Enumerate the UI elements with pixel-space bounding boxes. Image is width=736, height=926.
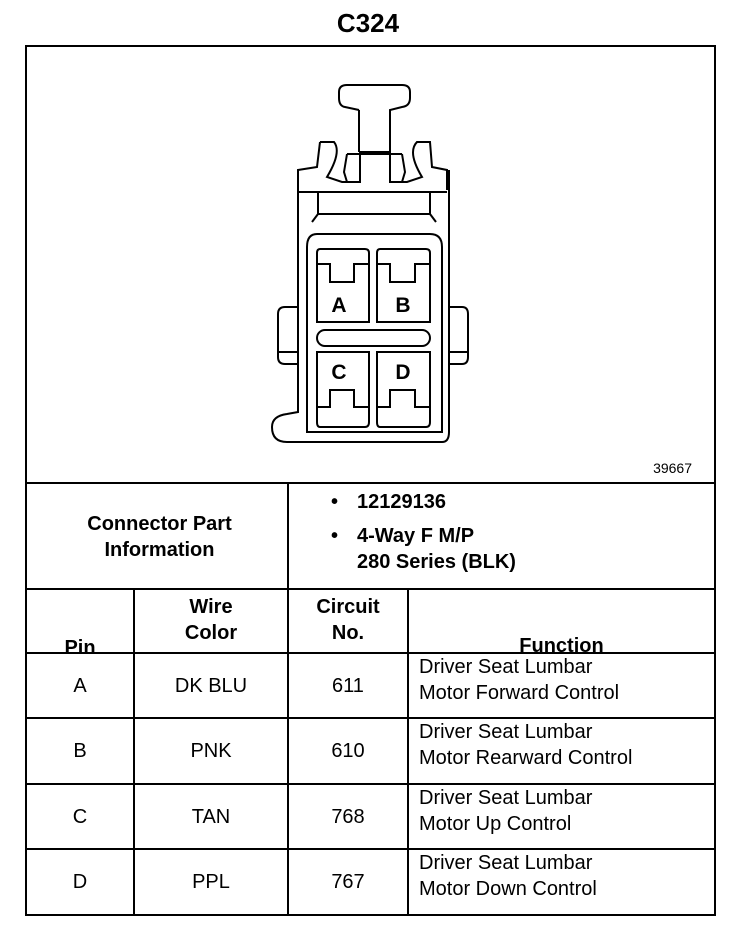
function-line: Driver Seat Lumbar <box>419 656 593 678</box>
wire-color-cell: DK BLU <box>174 674 248 697</box>
circuit-cell: 610 <box>331 740 365 762</box>
divider <box>133 590 135 914</box>
divider <box>27 652 714 654</box>
pin-cell: D <box>72 871 88 893</box>
circuit-cell: 768 <box>331 805 365 828</box>
pin-cell: C <box>72 805 88 828</box>
function-line: Driver Seat Lumbar <box>419 787 593 809</box>
function-line: Driver Seat Lumbar <box>419 721 593 743</box>
header-circuit-no: Circuit No. <box>316 596 380 644</box>
cavity-label-b: B <box>395 294 410 317</box>
cavity-label-d: D <box>395 361 410 384</box>
header-wire-color: Wire Color <box>184 596 238 644</box>
connector-type: 4-Way F M/P <box>357 525 475 547</box>
connector-part-info-list: •12129136 •4-Way F M/P 280 Series (BLK) <box>327 489 516 575</box>
divider <box>407 590 409 914</box>
divider <box>27 783 714 785</box>
pin-cell: B <box>73 740 87 762</box>
cavity-label-c: C <box>331 361 346 384</box>
wire-color-cell: PPL <box>192 871 230 893</box>
connector-series: 280 Series (BLK) <box>357 551 516 573</box>
function-line: Motor Down Control <box>419 878 597 900</box>
function-line: Motor Rearward Control <box>419 747 633 769</box>
pin-cell: A <box>73 674 87 697</box>
function-cell: Driver Seat Lumbar Motor Rearward Contro… <box>409 719 714 783</box>
connector-part-info-label: Connector Part Information <box>87 513 232 561</box>
function-line: Driver Seat Lumbar <box>419 852 593 874</box>
connector-table-frame: A B C D 39667 Connector Part Information… <box>25 45 716 916</box>
divider <box>27 482 714 484</box>
cavity-well <box>306 233 443 433</box>
function-line: Motor Up Control <box>419 813 572 835</box>
figure-number: 39667 <box>653 460 692 476</box>
function-cell: Driver Seat Lumbar Motor Forward Control <box>409 654 714 717</box>
function-cell: Driver Seat Lumbar Motor Down Control <box>409 850 714 914</box>
part-number: 12129136 <box>357 491 446 513</box>
latch-handle <box>338 84 411 152</box>
function-line: Motor Forward Control <box>419 682 620 704</box>
connector-face-drawing: A B C D <box>270 84 469 443</box>
cavity-label-a: A <box>331 294 346 317</box>
divider <box>27 717 714 719</box>
divider <box>287 484 289 590</box>
divider <box>27 588 714 590</box>
function-cell: Driver Seat Lumbar Motor Up Control <box>409 785 714 848</box>
wire-color-cell: TAN <box>191 805 231 828</box>
circuit-cell: 767 <box>331 871 365 893</box>
circuit-cell: 611 <box>332 674 364 697</box>
divider <box>287 590 289 914</box>
divider <box>27 848 714 850</box>
connector-diagram: A B C D 39667 <box>27 47 714 484</box>
header-function: Function <box>519 635 604 657</box>
connector-title: C324 <box>336 8 400 38</box>
wire-color-cell: PNK <box>190 740 232 762</box>
